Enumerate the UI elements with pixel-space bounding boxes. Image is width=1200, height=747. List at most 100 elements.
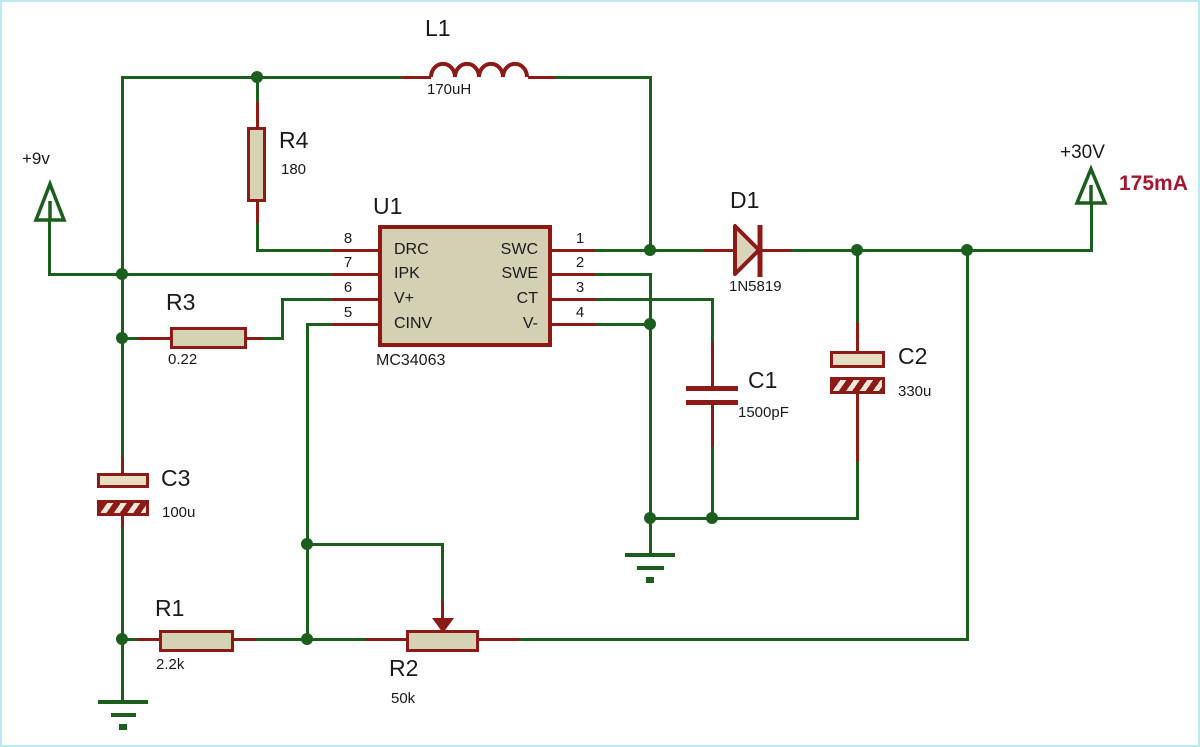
- junction-dot: [301, 633, 313, 645]
- pin-stub: [551, 273, 598, 276]
- input-voltage-label: +9v: [22, 149, 50, 168]
- pin-name: SWE: [501, 265, 538, 282]
- resistor-lead: [232, 638, 258, 641]
- inductor-lead: [528, 76, 558, 79]
- pin-number: 2: [575, 254, 585, 271]
- resistor-r3-value-label: 0.22: [168, 351, 198, 368]
- capacitor-c2-ref-label: C2: [898, 343, 928, 369]
- capacitor-c3-value-label: 100u: [162, 504, 196, 521]
- wire: [281, 298, 284, 340]
- wire: [1090, 202, 1093, 252]
- resistor-lead: [137, 638, 161, 641]
- wire: [596, 298, 713, 301]
- ic-ref-label: U1: [373, 193, 403, 219]
- junction-dot: [116, 332, 128, 344]
- wire: [596, 323, 651, 326]
- resistor-r3-body: [170, 327, 247, 349]
- wire: [121, 527, 124, 702]
- power-arrow-icon: [33, 179, 67, 222]
- wire: [121, 76, 124, 459]
- pin-stub: [332, 298, 378, 301]
- potentiometer-wiper-arrow-icon: [432, 618, 454, 633]
- junction-dot: [961, 244, 973, 256]
- wire: [596, 273, 651, 276]
- diode-value-label: 1N5819: [729, 278, 782, 295]
- wire: [281, 298, 334, 301]
- diode-lead: [704, 249, 736, 252]
- diode-lead: [760, 249, 794, 252]
- wire: [306, 323, 334, 326]
- cap-lead: [121, 514, 124, 529]
- diode-icon: [733, 224, 763, 277]
- ic-part-label: MC34063: [376, 352, 446, 369]
- pin-number: 3: [575, 279, 585, 296]
- pin-number: 1: [575, 230, 585, 247]
- resistor-lead: [256, 200, 259, 225]
- ground-icon: [637, 566, 664, 570]
- wire: [711, 298, 714, 344]
- junction-dot: [116, 268, 128, 280]
- wire: [711, 447, 714, 520]
- pin-name: CINV: [394, 315, 433, 332]
- wire: [306, 543, 443, 546]
- capacitor-c2-value-label: 330u: [898, 383, 932, 400]
- wire: [556, 76, 651, 79]
- inductor-lead: [402, 76, 431, 79]
- pin-stub: [551, 323, 598, 326]
- pin-stub: [551, 298, 598, 301]
- junction-dot: [644, 512, 656, 524]
- potentiometer-r2-ref-label: R2: [389, 655, 419, 681]
- pin-number: 7: [343, 254, 353, 271]
- wire: [48, 217, 51, 275]
- capacitor-c3-negative-plate: [97, 500, 149, 516]
- capacitor-c2-negative-plate: [830, 377, 885, 394]
- pot-lead: [477, 638, 522, 641]
- cap-lead: [711, 342, 714, 388]
- wire: [966, 249, 969, 641]
- ground-icon: [625, 553, 675, 557]
- resistor-lead: [245, 337, 265, 340]
- ground-icon: [98, 700, 148, 704]
- capacitor-c3-positive-plate: [97, 473, 149, 488]
- wire: [306, 323, 309, 641]
- cap-lead: [121, 457, 124, 475]
- resistor-r3-ref-label: R3: [166, 289, 196, 315]
- resistor-r4-ref-label: R4: [279, 127, 309, 153]
- cap-lead: [856, 322, 859, 353]
- resistor-lead: [137, 337, 171, 340]
- wire: [649, 273, 652, 555]
- resistor-lead: [256, 102, 259, 129]
- pin-number: 4: [575, 304, 585, 321]
- inductor-icon: [429, 61, 529, 78]
- pin-name: DRC: [394, 241, 429, 258]
- wire: [649, 249, 706, 252]
- resistor-r1-ref-label: R1: [155, 595, 185, 621]
- wire: [256, 223, 259, 251]
- junction-dot: [851, 244, 863, 256]
- pin-number: 6: [343, 279, 353, 296]
- junction-dot: [116, 633, 128, 645]
- capacitor-c3-ref-label: C3: [161, 465, 191, 491]
- resistor-r1-value-label: 2.2k: [156, 656, 185, 673]
- output-voltage-label: +30V: [1060, 142, 1105, 163]
- junction-dot: [251, 71, 263, 83]
- pin-stub: [332, 323, 378, 326]
- wire: [649, 517, 858, 520]
- inductor-ref-label: L1: [425, 15, 451, 41]
- cap-lead: [856, 393, 859, 464]
- junction-dot: [301, 538, 313, 550]
- inductor-value-label: 170uH: [427, 81, 472, 98]
- junction-dot: [706, 512, 718, 524]
- diode-ref-label: D1: [730, 187, 760, 213]
- pin-name: SWC: [500, 241, 538, 258]
- wire: [256, 249, 334, 252]
- resistor-r1-body: [159, 630, 234, 652]
- cap-lead: [711, 404, 714, 449]
- resistor-r4-value-label: 180: [281, 161, 307, 178]
- wire: [792, 249, 1092, 252]
- pin-name: CT: [516, 290, 538, 307]
- capacitor-c2-positive-plate: [830, 351, 885, 368]
- wire: [856, 249, 859, 324]
- ground-icon: [646, 577, 654, 583]
